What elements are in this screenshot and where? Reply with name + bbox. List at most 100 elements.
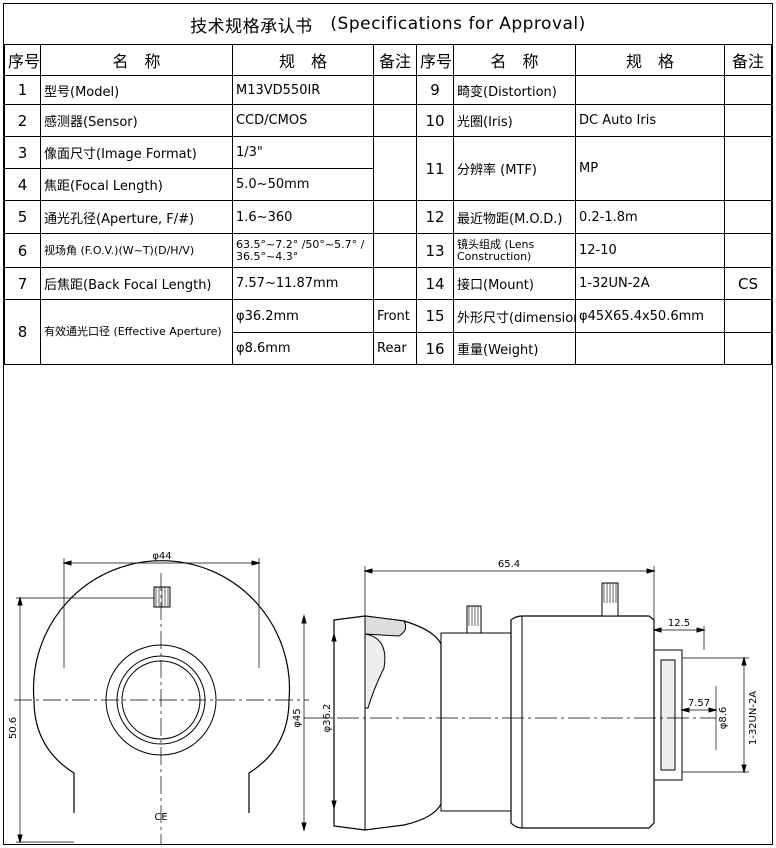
row-note	[373, 75, 417, 105]
row-name: 感测器(Sensor)	[40, 104, 233, 137]
row-spec: M13VD550IR	[232, 75, 374, 105]
row-spec: φ8.6mm	[232, 332, 374, 365]
title-cn: 技术规格承认书	[190, 16, 313, 37]
lens-drawing: φ44 50.6 CE 65.4 φ45 φ36.2 12.5 7.57 φ8.…	[8, 551, 759, 844]
table-row: 4 焦距(Focal Length) 5.0~50mm	[4, 168, 772, 201]
row-name: 型号(Model)	[40, 75, 233, 105]
row-name: 通光孔径(Aperture, F/#)	[40, 200, 233, 234]
row-number: 15	[416, 299, 454, 333]
outer-dia-label: φ45	[292, 708, 303, 727]
rear-ap-label: φ8.6	[718, 707, 729, 730]
row-name: 后焦距(Back Focal Length)	[40, 267, 233, 300]
row-spec: 1.6~360	[232, 200, 374, 234]
header-spec: 规 格	[232, 44, 374, 76]
row-note	[724, 200, 772, 234]
row-spec	[575, 332, 725, 365]
row-number: 9	[416, 75, 454, 105]
header-name: 名 称	[40, 44, 233, 76]
header-note: 备注	[373, 44, 417, 76]
table-row: 5 通光孔径(Aperture, F/#) 1.6~360 12 最近物距(M.…	[4, 200, 772, 234]
row-name: 像面尺寸(Image Format)	[40, 136, 233, 169]
rear-len-label: 12.5	[668, 618, 690, 629]
row-name: 有效通光口径 (Effective Aperture)	[40, 299, 233, 365]
table-row: 6 视场角 (F.O.V.)(W~T)(D/H/V) 63.5°~7.2° /5…	[4, 233, 772, 268]
row-note: Rear	[373, 332, 417, 365]
table-row: 2 感测器(Sensor) CCD/CMOS 10 光圈(Iris) DC Au…	[4, 104, 772, 137]
header-seq: 序号	[4, 44, 41, 76]
row-spec: φ36.2mm	[232, 299, 374, 333]
row-number: 2	[4, 104, 41, 137]
row-number: 10	[416, 104, 454, 137]
table-row: 7 后焦距(Back Focal Length) 7.57~11.87mm 14…	[4, 267, 772, 300]
row-spec: 63.5°~7.2° /50°~5.7° / 36.5°~4.3°	[232, 233, 374, 268]
row-note	[724, 299, 772, 333]
row-name: 光圈(Iris)	[453, 104, 576, 137]
row-spec: 1-32UN-2A	[575, 267, 725, 300]
title-en: (Specifications for Approval)	[330, 14, 586, 34]
front-dia-label: φ44	[152, 551, 171, 562]
row-note	[373, 104, 417, 137]
row-note	[373, 136, 417, 201]
front-height-label: 50.6	[8, 717, 19, 739]
row-note: Front	[373, 299, 417, 333]
row-name: 镜头组成 (Lens Construction)	[453, 233, 576, 268]
row-note	[724, 332, 772, 365]
row-number: 4	[4, 168, 41, 201]
length-label: 65.4	[498, 559, 520, 570]
header-seq: 序号	[416, 44, 454, 76]
table-row: 3 像面尺寸(Image Format) 1/3" 11 分辨率 (MTF) M…	[4, 136, 772, 201]
row-name: 最近物距(M.O.D.)	[453, 200, 576, 234]
row-number: 7	[4, 267, 41, 300]
thread-label: 1-32UN-2A	[748, 691, 759, 745]
row-number: 14	[416, 267, 454, 300]
row-number: 16	[416, 332, 454, 365]
ce-mark: CE	[154, 812, 167, 823]
row-note	[724, 104, 772, 137]
row-note	[373, 267, 417, 300]
row-name: 接口(Mount)	[453, 267, 576, 300]
row-spec: 12-10	[575, 233, 725, 268]
row-number: 6	[4, 233, 41, 268]
row-spec: 5.0~50mm	[232, 168, 374, 201]
row-name: 外形尺寸(dimension)	[453, 299, 576, 333]
table-row: 8 有效通光口径 (Effective Aperture) φ36.2mm Fr…	[4, 299, 772, 365]
row-note	[724, 136, 772, 201]
spec-table: 序号 名 称 规 格 备注 序号 名 称 规 格 备注 1 型号(Model) …	[4, 44, 772, 365]
row-spec	[575, 75, 725, 105]
row-number: 8	[4, 299, 41, 365]
row-number: 5	[4, 200, 41, 234]
row-spec: MP	[575, 136, 725, 201]
row-note: CS	[724, 267, 772, 300]
row-number: 11	[416, 136, 454, 201]
row-number: 13	[416, 233, 454, 268]
bfl-label: 7.57	[688, 698, 710, 709]
row-note	[724, 233, 772, 268]
row-name: 重量(Weight)	[453, 332, 576, 365]
header-name: 名 称	[453, 44, 576, 76]
row-name: 焦距(Focal Length)	[40, 168, 233, 201]
row-spec: 1/3"	[232, 136, 374, 169]
front-ap-label: φ36.2	[322, 704, 333, 733]
row-number: 12	[416, 200, 454, 234]
table-header-row: 序号 名 称 规 格 备注 序号 名 称 规 格 备注	[4, 44, 772, 76]
row-name: 分辨率 (MTF)	[453, 136, 576, 201]
row-name: 视场角 (F.O.V.)(W~T)(D/H/V)	[40, 233, 233, 268]
row-spec: φ45X65.4x50.6mm	[575, 299, 725, 333]
front-view	[14, 558, 309, 844]
row-name: 畸变(Distortion)	[453, 75, 576, 105]
spec-sheet: 技术规格承认书 (Specifications for Approval) 序号…	[3, 3, 773, 845]
row-spec: CCD/CMOS	[232, 104, 374, 137]
header-note: 备注	[724, 44, 772, 76]
row-number: 1	[4, 75, 41, 105]
row-number: 3	[4, 136, 41, 169]
row-note	[373, 233, 417, 268]
row-note	[724, 75, 772, 105]
row-spec: DC Auto Iris	[575, 104, 725, 137]
header-spec: 规 格	[575, 44, 725, 76]
row-spec: 0.2-1.8m	[575, 200, 725, 234]
side-view	[301, 566, 749, 832]
row-note	[373, 200, 417, 234]
sheet-title: 技术规格承认书 (Specifications for Approval)	[4, 4, 772, 45]
table-row: 1 型号(Model) M13VD550IR 9 畸变(Distortion)	[4, 75, 772, 105]
row-spec: 7.57~11.87mm	[232, 267, 374, 300]
